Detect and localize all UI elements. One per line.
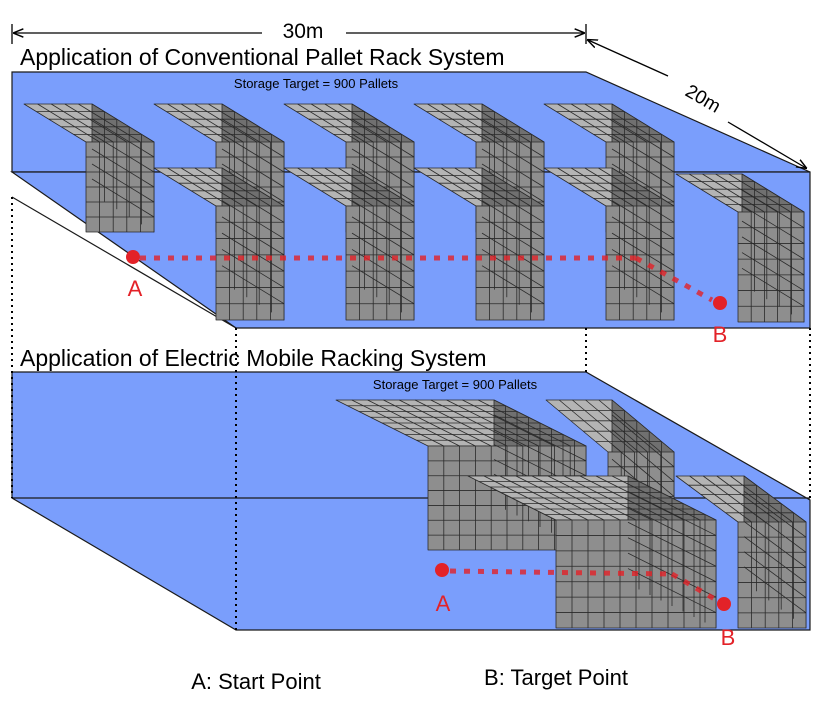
top-point-a-marker (126, 250, 140, 264)
legend-target: B: Target Point (484, 665, 628, 690)
bottom-point-a-marker (435, 563, 449, 577)
top-storage-target: Storage Target = 900 Pallets (234, 76, 399, 91)
bottom-panel-title: Application of Electric Mobile Racking S… (20, 345, 487, 371)
rack-back-1 (23, 103, 155, 233)
bottom-point-b-marker (717, 597, 731, 611)
width-label: 30m (283, 20, 324, 43)
depth-label: 20m (681, 81, 724, 118)
bottom-point-b-label: B (721, 625, 736, 650)
mobile-rack-front-right (675, 475, 807, 629)
legend-start: A: Start Point (191, 669, 321, 694)
connector-lines (11, 197, 811, 630)
bottom-racks (335, 399, 807, 629)
top-point-b-label: B (713, 322, 728, 347)
width-dimension (11, 24, 587, 44)
top-point-a-label: A (128, 276, 143, 301)
bottom-point-a-label: A (436, 591, 451, 616)
depth-dimension (588, 40, 806, 168)
mobile-rack-front (467, 475, 717, 629)
bottom-path (435, 563, 731, 611)
top-path (126, 250, 727, 310)
rack-front-3 (413, 167, 545, 321)
top-racks (23, 103, 805, 323)
rack-front-1 (153, 167, 285, 321)
top-point-b-marker (713, 296, 727, 310)
bottom-storage-target: Storage Target = 900 Pallets (373, 377, 538, 392)
rack-front-2 (283, 167, 415, 321)
rack-front-5 (675, 173, 805, 323)
top-panel-title: Application of Conventional Pallet Rack … (20, 44, 505, 70)
